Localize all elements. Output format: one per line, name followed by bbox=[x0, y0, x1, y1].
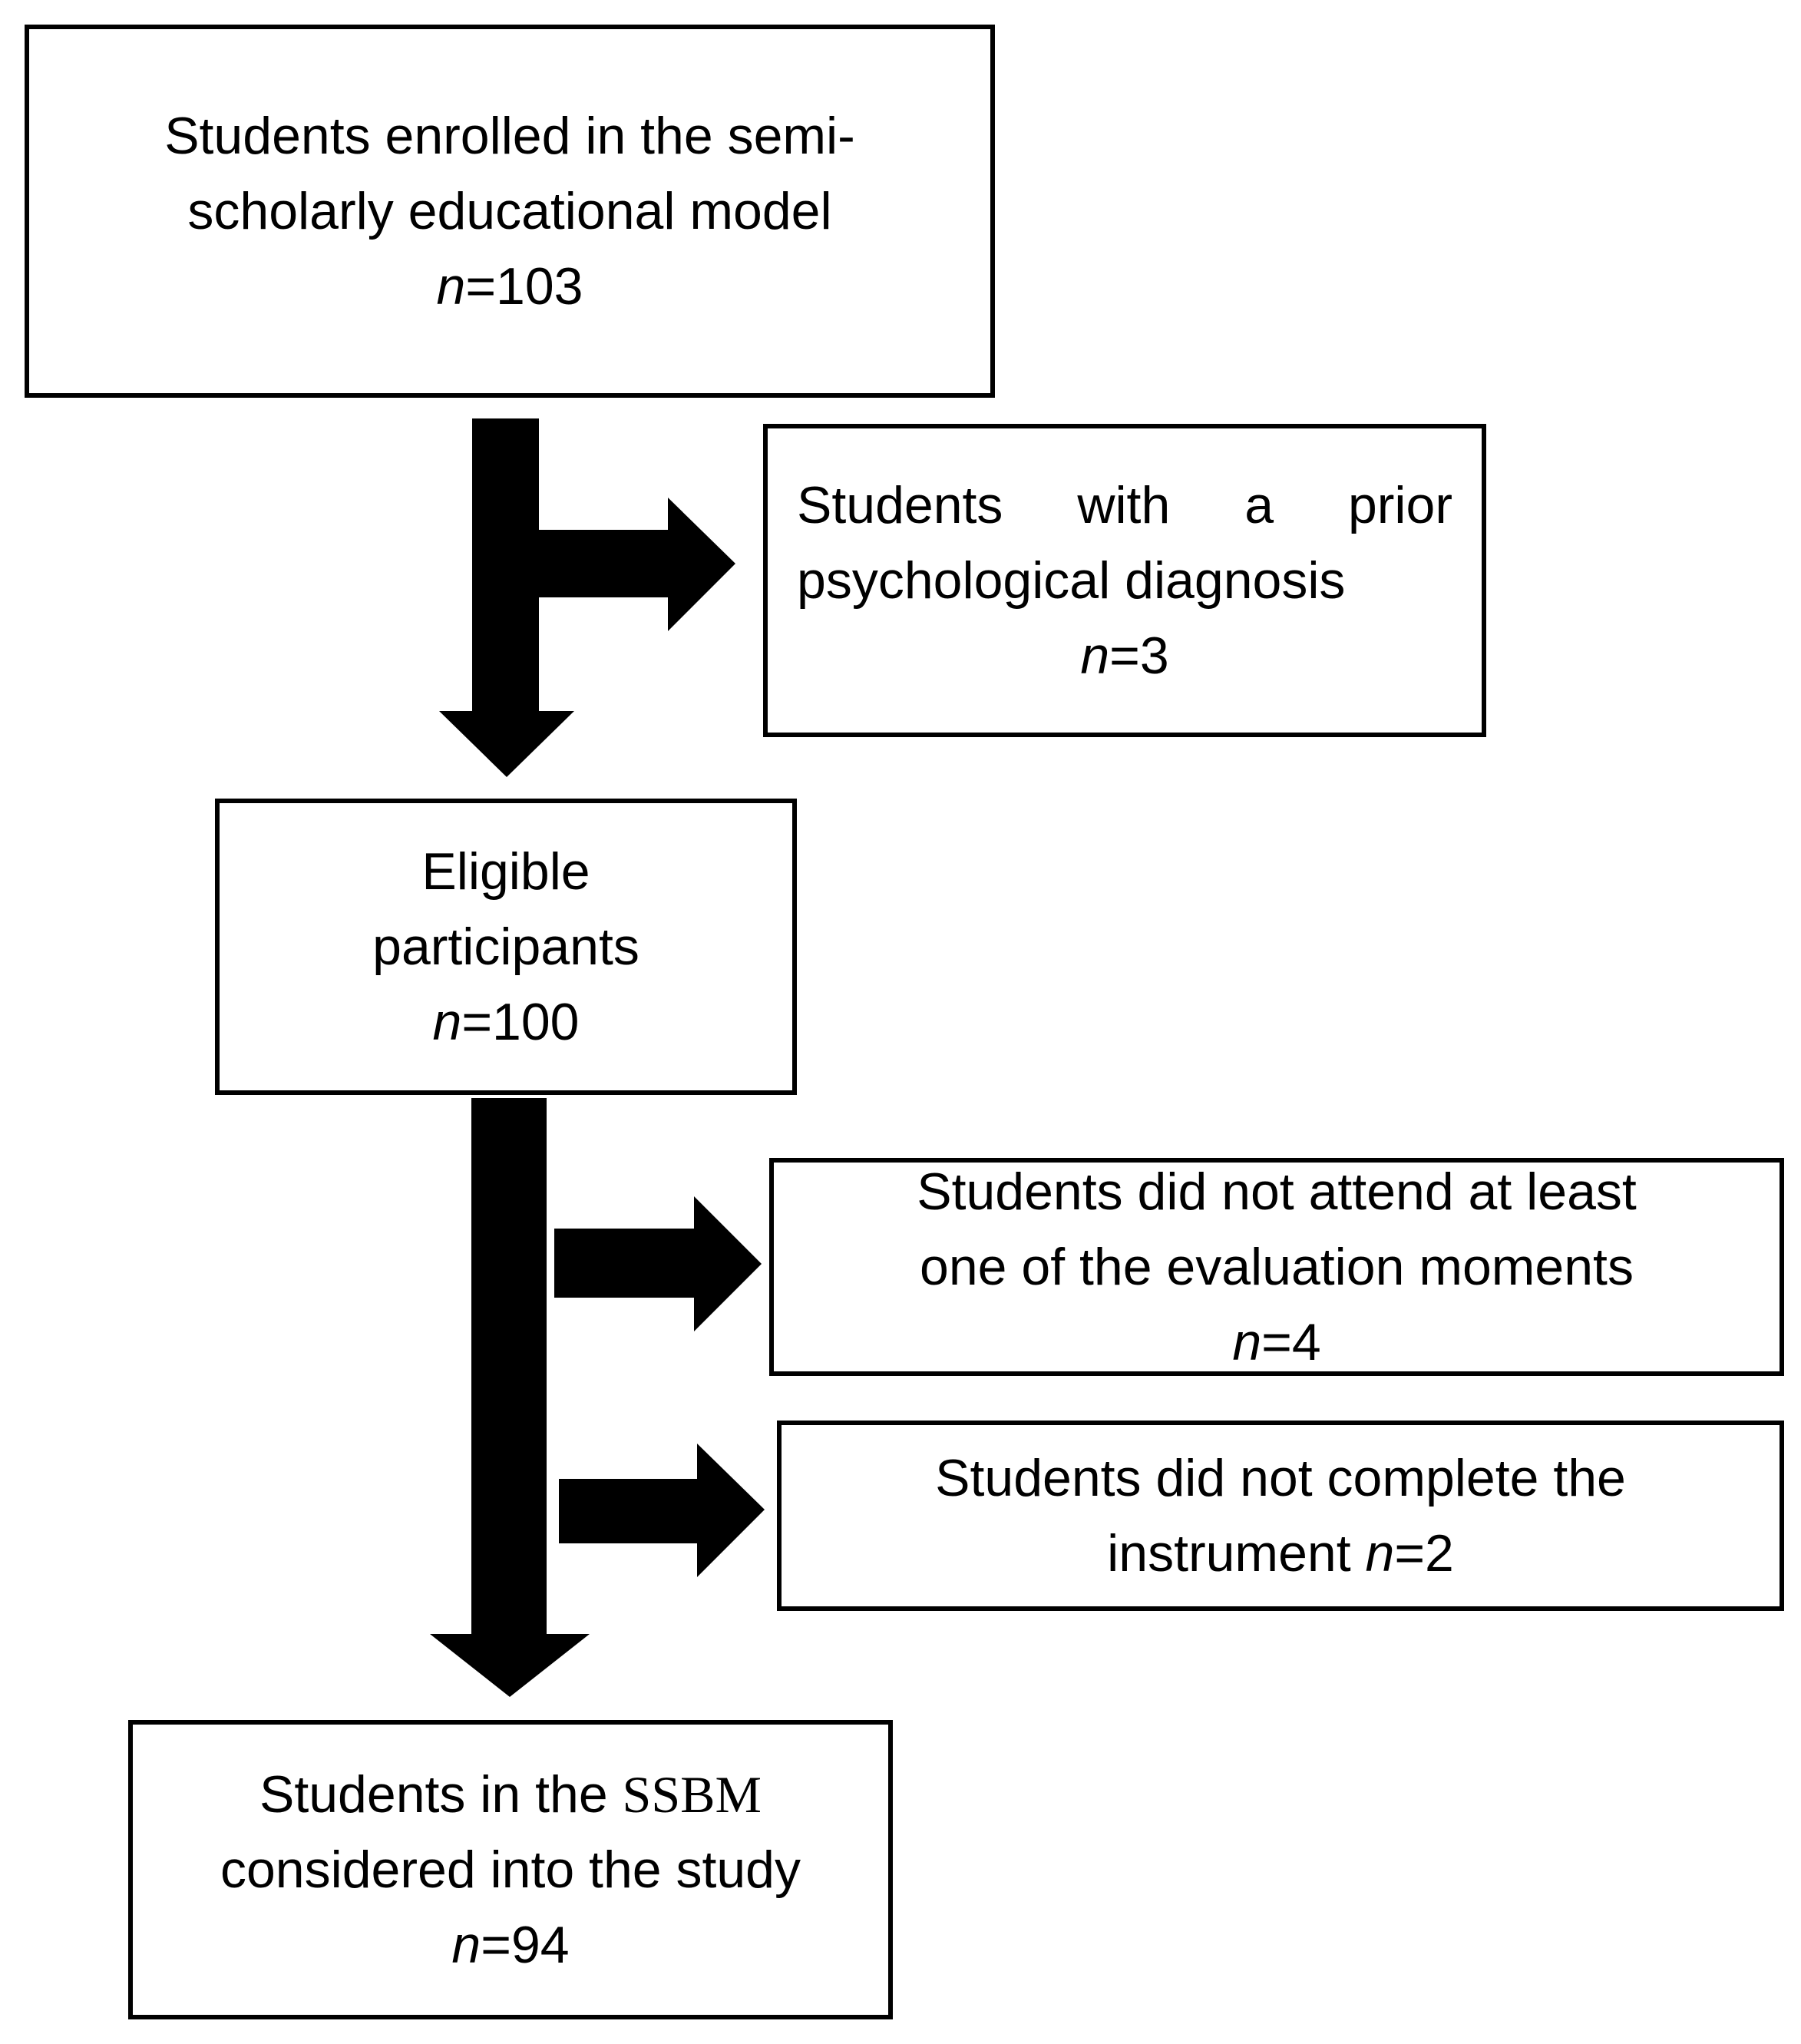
eligible-count-value: =100 bbox=[461, 993, 580, 1051]
prior-count: n=3 bbox=[797, 618, 1452, 693]
right-arrow-to-did-not-attend bbox=[554, 1196, 762, 1331]
final-line-2: considered into the study bbox=[220, 1841, 801, 1899]
prior-word-4: prior bbox=[1347, 476, 1452, 534]
prior-word-1: Students bbox=[797, 476, 1003, 534]
ssbm-abbreviation: SSBM bbox=[622, 1765, 762, 1824]
n-symbol: n bbox=[1232, 1313, 1262, 1371]
n-symbol: n bbox=[1365, 1524, 1395, 1583]
prior-line-2: psychological diagnosis bbox=[797, 551, 1346, 610]
n-symbol: n bbox=[1080, 627, 1110, 685]
box-enrolled-students: Students enrolled in the semi- scholarly… bbox=[25, 25, 995, 398]
n-symbol: n bbox=[436, 257, 466, 316]
attend-line-2: one of the evaluation moments bbox=[920, 1238, 1634, 1296]
complete-line-2: instrument n=2 bbox=[1107, 1516, 1454, 1591]
final-count-value: =94 bbox=[481, 1916, 570, 1974]
complete-line-2-text: instrument bbox=[1107, 1524, 1366, 1583]
enrolled-line-1: Students enrolled in the semi- bbox=[164, 107, 855, 165]
box-did-not-attend: Students did not attend at least one of … bbox=[769, 1158, 1784, 1376]
eligible-line-2: participants bbox=[372, 918, 639, 976]
prior-word-2: with bbox=[1077, 476, 1171, 534]
down-arrow-to-eligible bbox=[439, 418, 574, 777]
enrolled-line-2: scholarly educational model bbox=[187, 182, 832, 240]
final-count: n=94 bbox=[451, 1907, 569, 1983]
attend-count-value: =4 bbox=[1261, 1313, 1321, 1371]
down-arrow-to-final bbox=[430, 1098, 590, 1697]
right-arrow-to-prior-diagnosis bbox=[539, 498, 735, 631]
attend-line-1: Students did not attend at least bbox=[917, 1163, 1637, 1221]
prior-line-1: Students with a prior bbox=[797, 468, 1452, 543]
box-did-not-complete: Students did not complete the instrument… bbox=[777, 1421, 1784, 1611]
n-symbol: n bbox=[432, 993, 462, 1051]
prior-count-value: =3 bbox=[1109, 627, 1169, 685]
box-final-sample: Students in the SSBM considered into the… bbox=[128, 1720, 893, 2019]
final-line-1: Students in the SSBM bbox=[259, 1757, 762, 1832]
complete-count-value: =2 bbox=[1394, 1524, 1454, 1583]
final-line-1-text: Students in the bbox=[259, 1765, 623, 1824]
eligible-line-1: Eligible bbox=[421, 842, 590, 901]
enrolled-count: n=103 bbox=[437, 249, 583, 324]
box-prior-diagnosis: Students with a prior psychological diag… bbox=[763, 424, 1486, 737]
complete-line-1: Students did not complete the bbox=[935, 1449, 1626, 1507]
eligible-count: n=100 bbox=[433, 984, 580, 1060]
n-symbol: n bbox=[451, 1916, 481, 1974]
right-arrow-to-did-not-complete bbox=[559, 1444, 765, 1577]
enrolled-count-value: =103 bbox=[465, 257, 583, 316]
prior-word-3: a bbox=[1244, 476, 1274, 534]
attend-count: n=4 bbox=[1232, 1305, 1320, 1380]
box-eligible-participants: Eligible participants n=100 bbox=[215, 799, 797, 1095]
